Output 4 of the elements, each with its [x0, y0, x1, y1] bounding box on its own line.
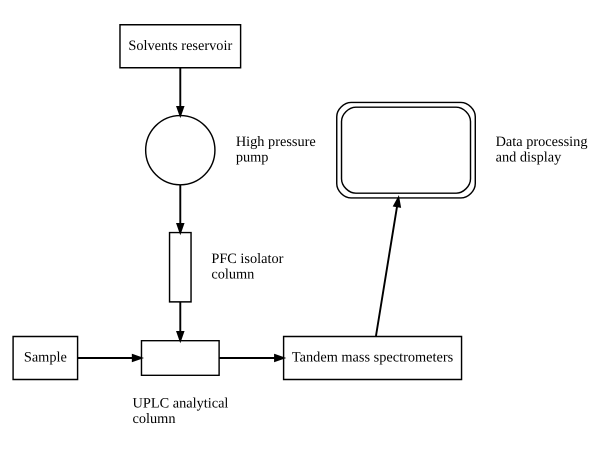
node-label: Data processing and display	[496, 134, 588, 166]
node-label: UPLC analytical column	[132, 395, 228, 427]
node-label: High pressure pump	[236, 134, 316, 166]
node-label: PFC isolator column	[211, 250, 284, 282]
